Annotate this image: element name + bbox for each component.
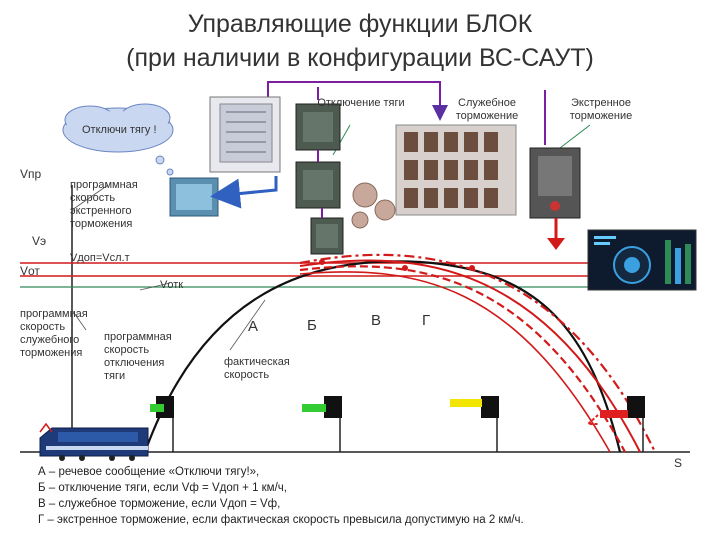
legend-item-a: А – речевое сообщение «Отключи тягу!», <box>38 464 524 480</box>
emergency-valve-device <box>530 148 580 218</box>
label-v-e: Vэ <box>32 234 46 248</box>
signal-3 <box>450 396 499 452</box>
cab-display <box>588 230 696 290</box>
signal-1 <box>150 396 174 452</box>
display-panel-device <box>170 178 218 216</box>
point-g-label: Г <box>422 312 430 329</box>
locomotive <box>40 424 148 461</box>
callout-emergency-brake: Экстренное торможение <box>556 97 646 123</box>
traction-cut-curve <box>300 266 625 452</box>
point-v-label: В <box>371 312 381 329</box>
page-title-line-2: (при наличии в конфигурации ВС-САУТ) <box>0 42 720 74</box>
label-v-pr: Vпр <box>20 167 41 181</box>
point-b-label: Б <box>307 317 317 334</box>
callout-service-brake: Служебное торможение <box>442 97 532 123</box>
label-emergency-program-speed: программная скорость экстренного торможе… <box>70 179 156 231</box>
relay-module-top <box>296 104 340 150</box>
label-service-program-speed: программная скорость служебного торможен… <box>20 308 84 360</box>
legend: А – речевое сообщение «Отключи тягу!», Б… <box>38 464 524 528</box>
blue-arrow <box>225 176 276 195</box>
label-v-dop: Vдоп=Vсл.т <box>70 252 130 265</box>
brake-equipment <box>352 125 516 228</box>
label-actual-speed: фактическая скорость <box>224 356 304 382</box>
legend-item-v: В – служебное торможение, если Vдоп = Vф… <box>38 496 524 512</box>
signal-2 <box>302 396 342 452</box>
label-traction-program-speed: программная скорость отключения тяги <box>104 331 180 383</box>
point-a-label: А <box>248 318 258 335</box>
relay-module-mid <box>296 162 340 208</box>
label-v-ot: Vот <box>20 264 40 278</box>
relay-module-bottom <box>311 218 343 254</box>
callout-traction-off: Отключение тяги <box>316 97 406 110</box>
legend-item-b: Б – отключение тяги, если Vф = Vдоп + 1 … <box>38 480 524 496</box>
label-s: S <box>674 456 682 470</box>
voice-message: Отключи тягу ! <box>82 124 157 136</box>
voice-cloud <box>63 104 173 175</box>
label-v-otk: Vотк <box>160 279 183 292</box>
red-arrow-head <box>547 238 565 250</box>
control-unit-device <box>210 97 280 172</box>
actual-speed-curve <box>145 261 620 452</box>
legend-item-g: Г – экстренное торможение, если фактичес… <box>38 512 524 528</box>
page-title-line-1: Управляющие функции БЛОК <box>0 8 720 40</box>
